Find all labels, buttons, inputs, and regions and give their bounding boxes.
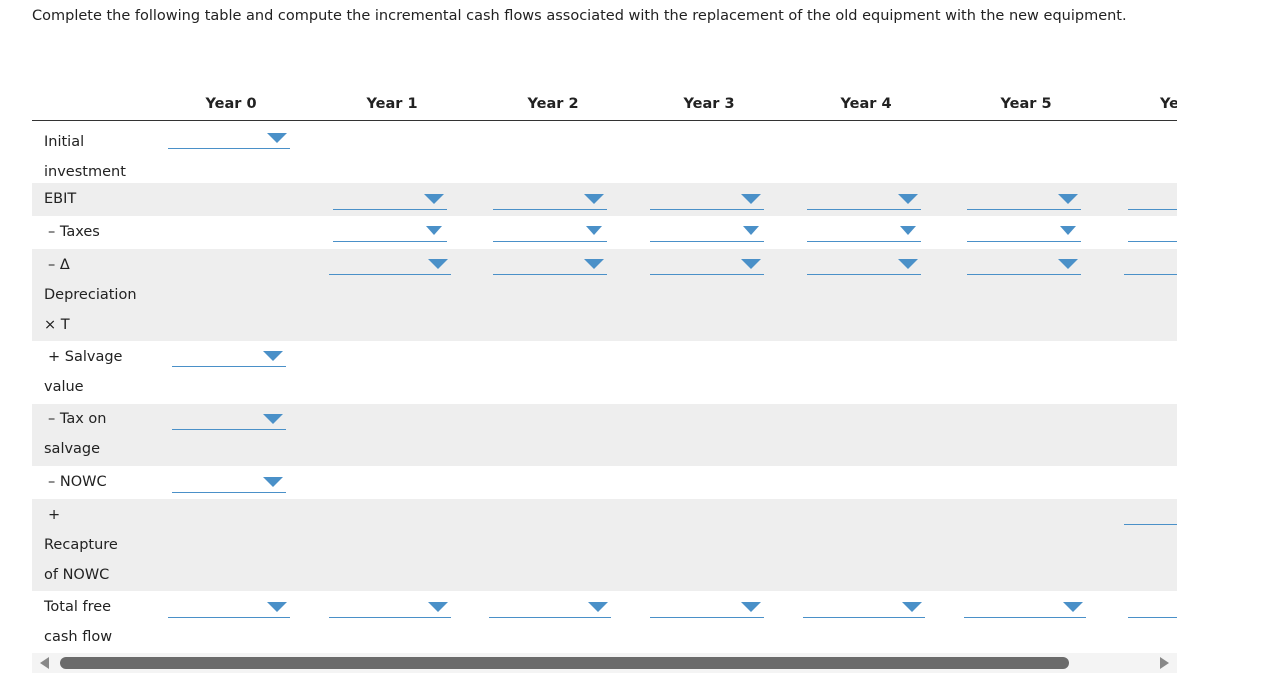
dropdown-total-year-4[interactable] (803, 593, 925, 618)
dropdown-nowc-year-0[interactable] (172, 468, 286, 493)
dropdown-taxes-year-2[interactable] (493, 217, 607, 242)
chevron-down-icon (263, 477, 283, 487)
chevron-down-icon (586, 226, 602, 235)
chevron-down-icon (741, 259, 761, 269)
chevron-down-icon (1058, 194, 1078, 204)
dropdown-taxes-year-3[interactable] (650, 217, 764, 242)
chevron-down-icon (263, 414, 283, 424)
chevron-down-icon (267, 133, 287, 143)
table-header: Year 0 Year 1 Year 2 Year 3 Year 4 Year … (32, 92, 1177, 121)
dropdown-total-year-0[interactable] (168, 593, 290, 618)
col-header-year-2: Year 2 (527, 96, 579, 112)
chevron-down-icon (1060, 226, 1076, 235)
dropdown-depreciation-year-1[interactable] (329, 250, 451, 275)
dropdown-ebit-year-1[interactable] (333, 185, 447, 210)
dropdown-taxes-year-4[interactable] (807, 217, 921, 242)
dropdown-total-year-5[interactable] (964, 593, 1086, 618)
dropdown-taxes-year-6-partial[interactable] (1128, 217, 1177, 242)
dropdown-ebit-year-2[interactable] (493, 185, 607, 210)
dropdown-depreciation-year-5[interactable] (967, 250, 1081, 275)
dropdown-salvage-value-year-0[interactable] (172, 342, 286, 367)
dropdown-depreciation-year-3[interactable] (650, 250, 764, 275)
dropdown-ebit-year-5[interactable] (967, 185, 1081, 210)
dropdown-ebit-year-4[interactable] (807, 185, 921, 210)
chevron-down-icon (1063, 602, 1083, 612)
col-header-year-4: Year 4 (840, 96, 892, 112)
dropdown-tax-on-salvage-year-0[interactable] (172, 405, 286, 430)
row-label: EBIT (44, 191, 77, 207)
horizontal-scrollbar[interactable] (32, 653, 1177, 673)
cash-flow-table: Year 0 Year 1 Year 2 Year 3 Year 4 Year … (32, 92, 1177, 652)
row-nowc: – NOWC (32, 466, 1177, 499)
chevron-down-icon (428, 602, 448, 612)
chevron-down-icon (741, 602, 761, 612)
row-ebit: EBIT (32, 183, 1177, 216)
chevron-down-icon (902, 602, 922, 612)
dropdown-ebit-year-6-partial[interactable] (1128, 185, 1177, 210)
dropdown-taxes-year-1[interactable] (333, 217, 447, 242)
dropdown-recapture-year-6-partial[interactable] (1124, 500, 1177, 525)
dropdown-initial-investment-year-0[interactable] (168, 124, 290, 149)
chevron-down-icon (1058, 259, 1078, 269)
instruction-text: Complete the following table and compute… (32, 8, 1127, 24)
chevron-down-icon (428, 259, 448, 269)
row-label: – Taxes (48, 224, 100, 240)
chevron-down-icon (426, 226, 442, 235)
chevron-down-icon (743, 226, 759, 235)
scroll-left-arrow-icon[interactable] (40, 657, 49, 669)
chevron-down-icon (584, 194, 604, 204)
scrollbar-thumb[interactable] (60, 657, 1069, 669)
chevron-down-icon (741, 194, 761, 204)
col-header-year-5: Year 5 (1000, 96, 1052, 112)
dropdown-taxes-year-5[interactable] (967, 217, 1081, 242)
chevron-down-icon (900, 226, 916, 235)
col-header-year-6-partial: Ye (1160, 96, 1177, 112)
dropdown-total-year-1[interactable] (329, 593, 451, 618)
dropdown-ebit-year-3[interactable] (650, 185, 764, 210)
dropdown-depreciation-year-6-partial[interactable] (1124, 250, 1177, 275)
dropdown-depreciation-year-2[interactable] (493, 250, 607, 275)
col-header-year-0: Year 0 (205, 96, 257, 112)
chevron-down-icon (424, 194, 444, 204)
row-taxes: – Taxes (32, 216, 1177, 249)
dropdown-total-year-6-partial[interactable] (1128, 593, 1177, 618)
row-label: – NOWC (48, 474, 107, 490)
col-header-year-1: Year 1 (366, 96, 418, 112)
chevron-down-icon (267, 602, 287, 612)
chevron-down-icon (263, 351, 283, 361)
dropdown-total-year-3[interactable] (650, 593, 764, 618)
chevron-down-icon (898, 194, 918, 204)
chevron-down-icon (898, 259, 918, 269)
dropdown-total-year-2[interactable] (489, 593, 611, 618)
col-header-year-3: Year 3 (683, 96, 735, 112)
dropdown-depreciation-year-4[interactable] (807, 250, 921, 275)
chevron-down-icon (588, 602, 608, 612)
chevron-down-icon (584, 259, 604, 269)
scroll-right-arrow-icon[interactable] (1160, 657, 1169, 669)
